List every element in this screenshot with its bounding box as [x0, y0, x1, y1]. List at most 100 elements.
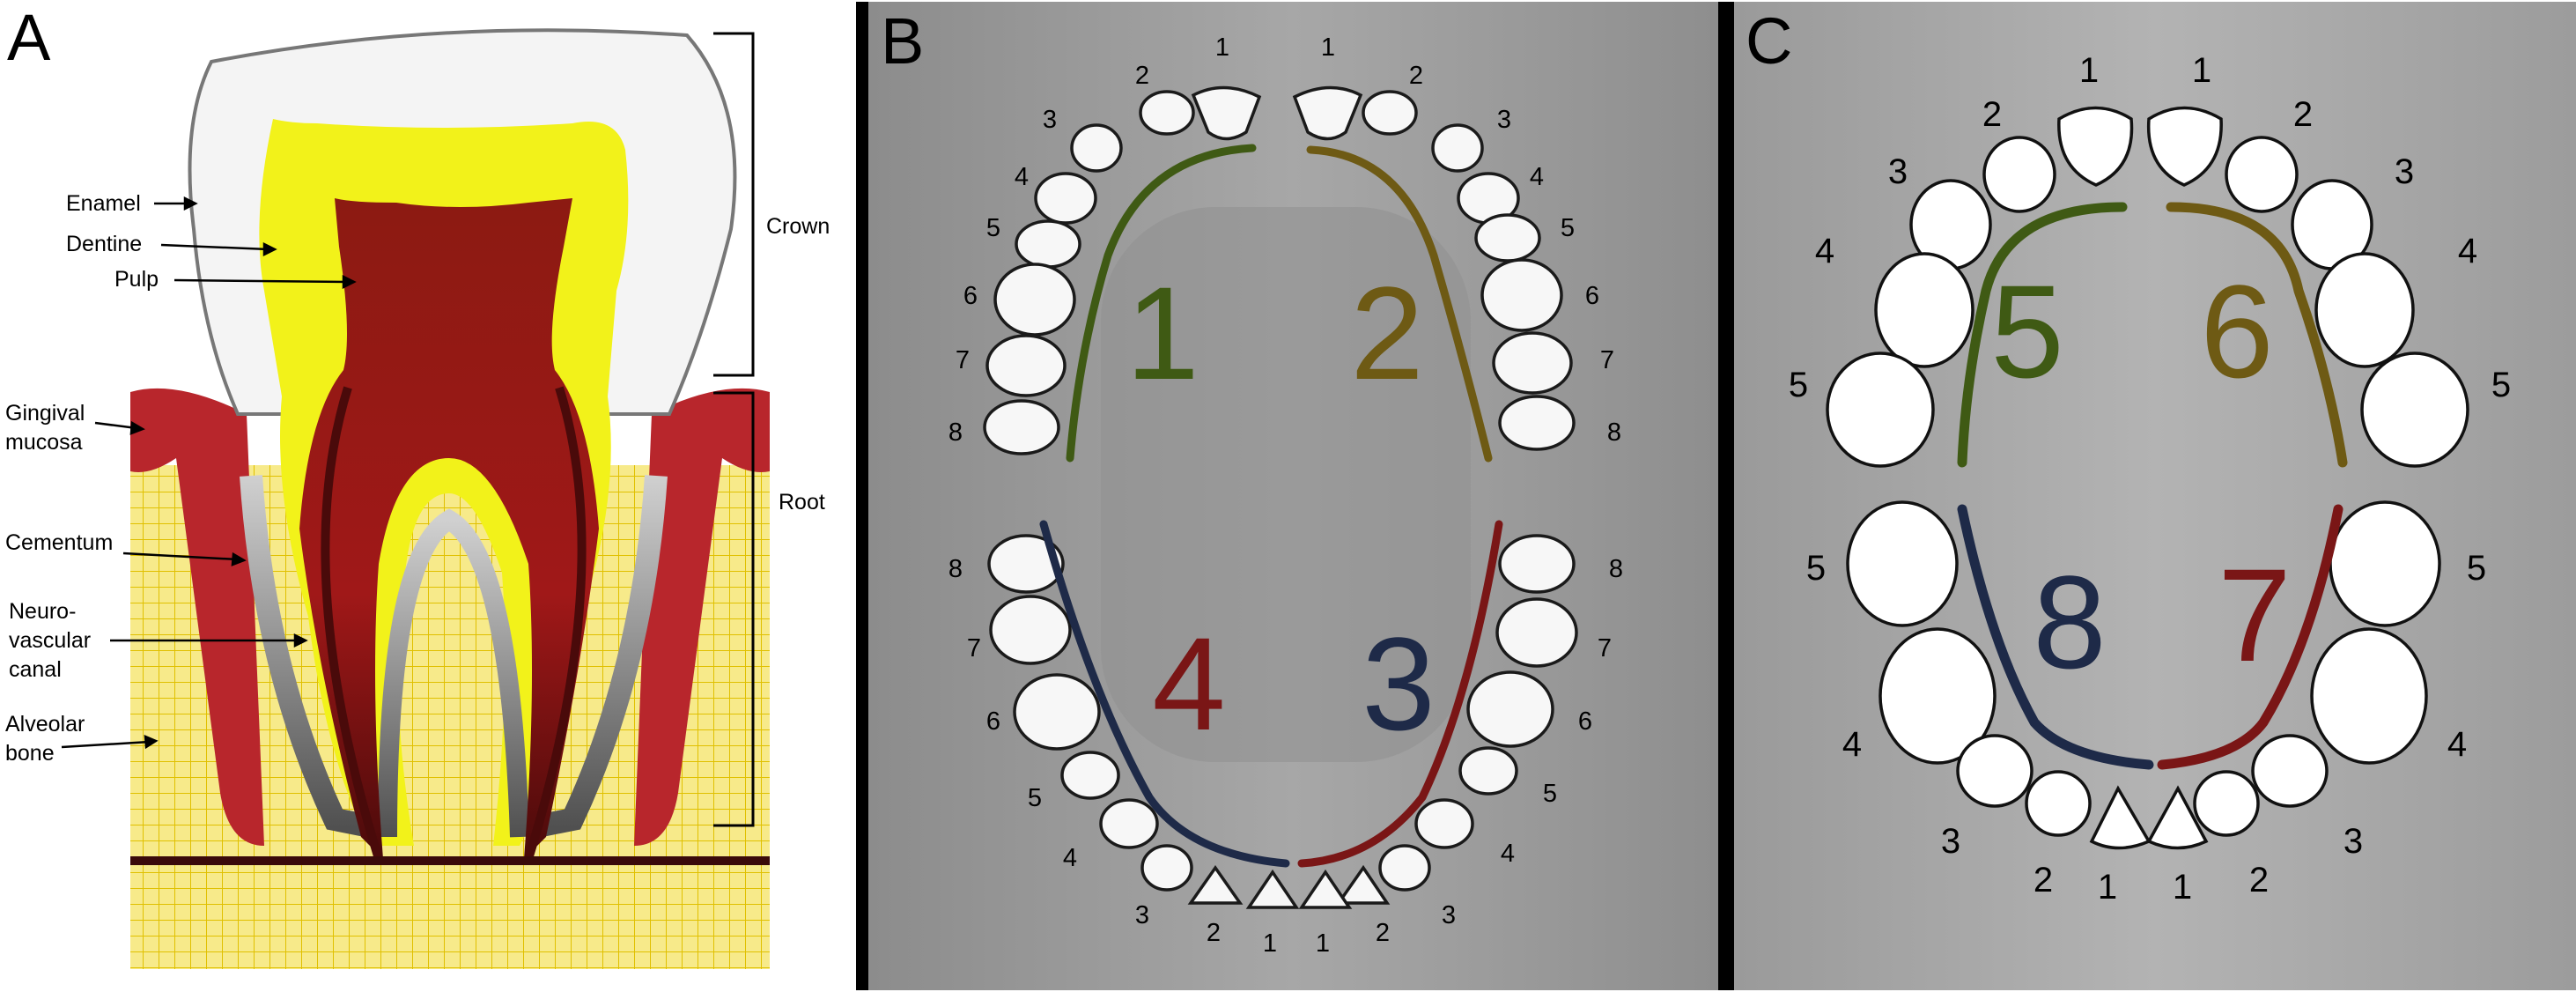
- b-ur-num-2: 2: [1135, 62, 1149, 90]
- tooth-c-ll2: [2025, 770, 2092, 837]
- tooth-b-ur6: [993, 263, 1076, 337]
- neurovascular-canal-right: [524, 386, 587, 861]
- b-lr-num-5: 5: [1543, 780, 1557, 808]
- c-lr-num-3: 3: [2343, 822, 2363, 861]
- cementum-inner: [378, 508, 529, 838]
- neuro-label-1: Neuro-: [9, 599, 76, 624]
- tooth-c-ll5: [1846, 500, 1959, 627]
- panel-b-lower-teeth: [987, 534, 1578, 909]
- alveolar-label-1: Alveolar: [5, 712, 85, 737]
- quadrant-label-8: 8: [2033, 548, 2106, 696]
- tooth-c-lr3: [2251, 734, 2329, 808]
- quadrant-curve-3: [1297, 520, 1503, 868]
- quadrant-curve-8: [1957, 504, 2154, 770]
- tooth-b-ul2: [1362, 90, 1418, 136]
- cementum-label: Cementum: [5, 530, 113, 555]
- neuro-label-3: canal: [9, 657, 62, 682]
- c-lr-num-4: 4: [2447, 725, 2467, 764]
- c-ll-num-1: 1: [2098, 868, 2117, 907]
- tooth-c-ll3: [1956, 734, 2033, 808]
- quadrant-label-1: 1: [1126, 259, 1199, 407]
- b-ll-num-1: 1: [1263, 929, 1277, 958]
- c-ul-num-3: 3: [2395, 152, 2414, 191]
- b-lr-num-3: 3: [1442, 901, 1456, 929]
- panel-c-tooth-numbers-lower: 5 4 3 2 1 5 4 3 2 1: [1806, 549, 2486, 907]
- quadrant-label-6: 6: [2200, 257, 2273, 405]
- tooth-b-lr5: [1458, 746, 1518, 796]
- b-ur-num-1: 1: [1215, 33, 1229, 62]
- pulp-label: Pulp: [114, 267, 159, 292]
- b-ur-num-6: 6: [963, 282, 978, 310]
- enamel-label: Enamel: [66, 191, 141, 216]
- panel-c-letter: C: [1746, 4, 1792, 78]
- root-label: Root: [779, 490, 825, 515]
- tooth-c-lr4: [2310, 627, 2428, 765]
- pulp: [299, 198, 599, 859]
- panel-c-tooth-numbers-upper: 1 2 3 4 5 1 2 3 4 5: [1789, 51, 2511, 404]
- tooth-b-ur8: [983, 399, 1060, 455]
- b-ur-num-3: 3: [1043, 106, 1057, 134]
- panel-c-border: [1718, 2, 1734, 990]
- quadrant-label-5: 5: [1990, 257, 2063, 405]
- tooth-b-ur1: [1191, 85, 1262, 141]
- dentine-label: Dentine: [66, 232, 142, 256]
- tooth-b-lr1: [1298, 869, 1353, 909]
- b-ul-num-7: 7: [1600, 346, 1614, 374]
- tooth-b-ll2: [1187, 864, 1244, 905]
- b-ul-num-5: 5: [1561, 214, 1575, 242]
- b-lr-num-2: 2: [1376, 919, 1390, 947]
- cementum-left: [240, 475, 381, 840]
- c-ul-num-5: 5: [2491, 366, 2511, 404]
- b-ul-num-8: 8: [1607, 418, 1621, 447]
- b-ll-num-6: 6: [986, 707, 1000, 736]
- c-ur-num-3: 3: [1888, 152, 1908, 191]
- b-ur-num-5: 5: [986, 214, 1000, 242]
- b-ul-num-1: 1: [1321, 33, 1335, 62]
- panel-a-letter: A: [7, 1, 51, 74]
- c-lr-num-1: 1: [2173, 868, 2192, 907]
- tooth-b-ur7: [985, 334, 1067, 397]
- root-bracket: [713, 391, 755, 827]
- b-ll-num-7: 7: [967, 634, 981, 663]
- tooth-c-ur4: [1874, 252, 1974, 368]
- tooth-b-ll1: [1245, 869, 1300, 909]
- b-ur-num-4: 4: [1015, 163, 1029, 191]
- gingival-mucosa-right: [634, 388, 770, 847]
- b-ul-num-2: 2: [1409, 62, 1423, 90]
- b-ll-num-3: 3: [1135, 901, 1149, 929]
- c-ll-num-3: 3: [1941, 822, 1960, 861]
- c-ll-num-5: 5: [1806, 549, 1826, 588]
- tooth-c-ul4: [2314, 252, 2415, 368]
- tooth-b-lr4: [1414, 798, 1474, 849]
- tooth-b-ll8: [987, 534, 1065, 594]
- tooth-b-lr2: [1335, 864, 1391, 905]
- b-ll-num-2: 2: [1207, 919, 1221, 947]
- tooth-b-lr6: [1466, 670, 1554, 748]
- tooth-c-ur5: [1826, 352, 1935, 468]
- quadrant-curve-7: [2157, 504, 2343, 770]
- tooth-c-ul2: [2225, 136, 2299, 213]
- alveolar-label-2: bone: [5, 741, 55, 766]
- quadrant-label-7: 7: [2218, 541, 2291, 689]
- c-ul-num-4: 4: [2458, 232, 2477, 270]
- quadrant-curve-6: [2166, 202, 2348, 468]
- b-ur-num-8: 8: [948, 418, 963, 447]
- tooth-b-ll3: [1140, 844, 1193, 892]
- b-ll-num-4: 4: [1063, 844, 1077, 872]
- quadrant-curve-4: [1039, 520, 1290, 868]
- panel-b-upper-teeth: [983, 85, 1576, 455]
- tooth-b-ul3: [1431, 123, 1484, 173]
- tooth-c-lr1: [2146, 785, 2209, 850]
- c-ul-num-1: 1: [2192, 51, 2211, 90]
- gingival-label-1: Gingival: [5, 401, 85, 426]
- tooth-b-ul5: [1474, 213, 1541, 263]
- crown-bracket: [713, 32, 755, 377]
- b-lr-num-8: 8: [1609, 555, 1623, 583]
- b-lr-num-6: 6: [1578, 707, 1592, 736]
- tooth-c-lr2: [2193, 770, 2260, 837]
- quadrant-curve-2: [1306, 145, 1493, 463]
- tooth-b-ur5: [1015, 219, 1081, 269]
- c-lr-num-2: 2: [2249, 861, 2269, 899]
- base-line: [130, 856, 770, 865]
